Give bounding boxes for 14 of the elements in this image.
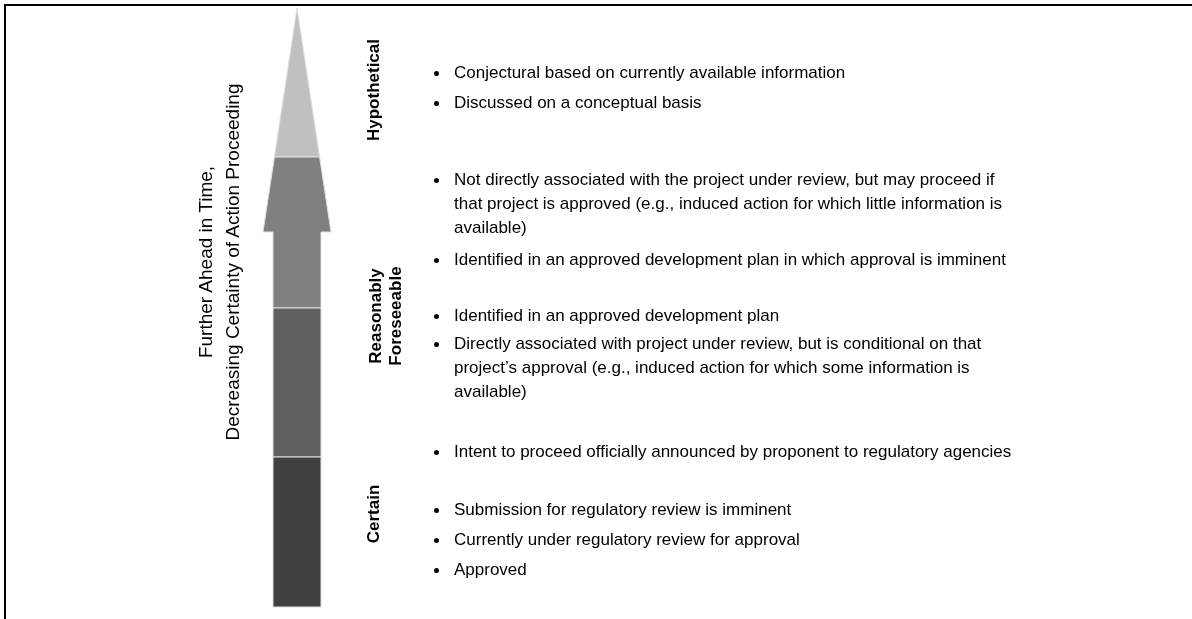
bullet-text: Conjectural based on currently available information xyxy=(454,62,847,84)
axis-caption: Further Ahead in Time, Decreasing Certainty of Action Proceeding xyxy=(194,83,244,441)
bullet-text: Discussed on a conceptual basis xyxy=(454,92,703,114)
category-heading: Hypothetical xyxy=(364,39,384,141)
bullet-text: Currently under regulatory review for approval xyxy=(454,529,801,551)
bullet-text: Directly associated with project under review, but is conditional on that project’s approval (e.g., induced action for which some information is available) xyxy=(454,333,983,403)
category-heading: Reasonably Foreseeable xyxy=(366,265,406,368)
bullet-text: Identified in an approved development plan in which approval is imminent xyxy=(454,249,1007,271)
bullet-text: Intent to proceed officially announced by proponent to regulatory agencies xyxy=(454,441,1013,463)
bullet-text: Approved xyxy=(454,559,528,581)
bullet-text: Not directly associated with the project under review, but may proceed if that project is approved (e.g., induced action for which little information is available) xyxy=(454,169,1004,239)
bullet-text: Submission for regulatory review is imminent xyxy=(454,499,793,521)
category-heading: Certain xyxy=(364,484,384,544)
bullet-text: Identified in an approved development plan xyxy=(454,305,781,327)
